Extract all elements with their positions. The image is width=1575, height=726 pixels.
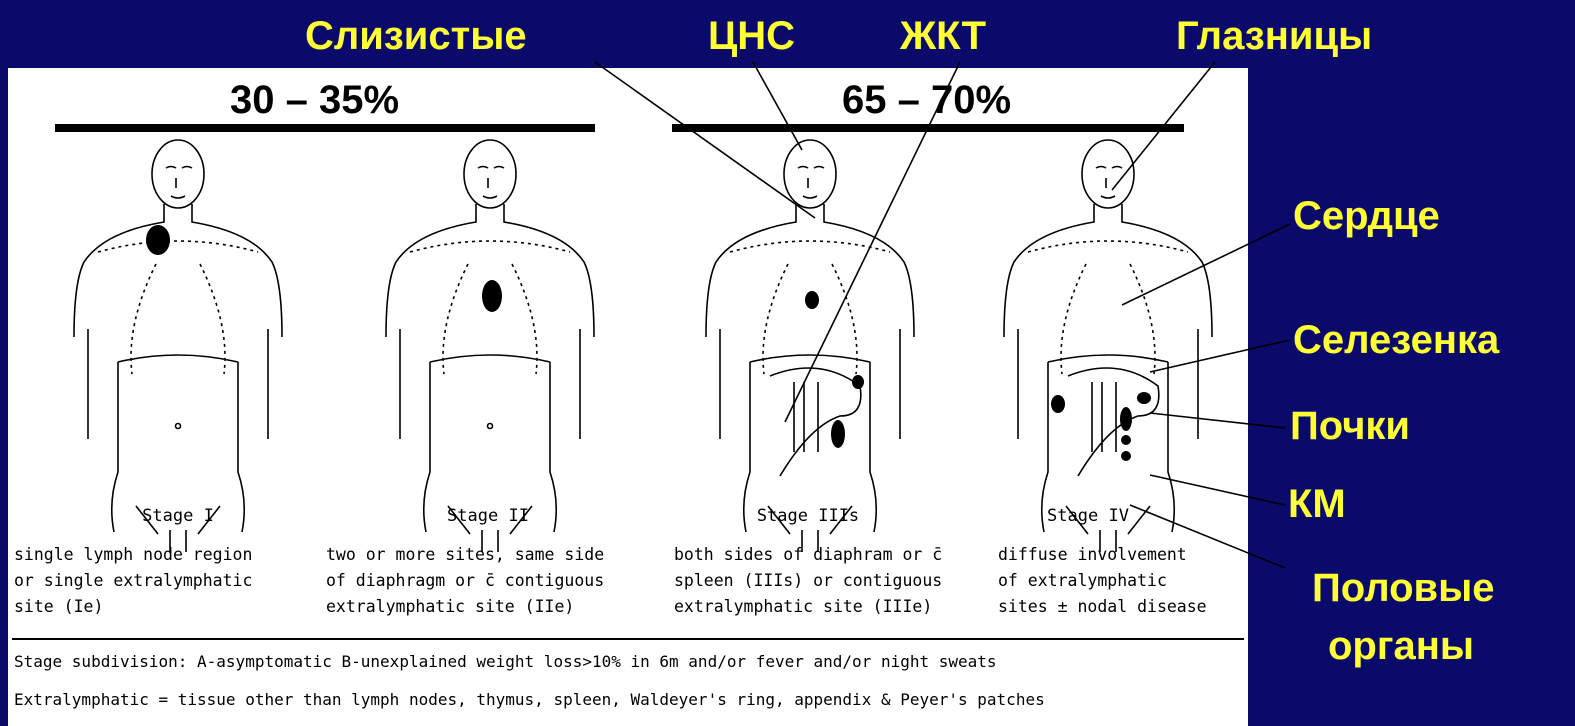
pointer-heart <box>1122 224 1290 305</box>
pointer-genitals <box>1130 505 1285 568</box>
pointer-cns <box>753 62 802 150</box>
pointer-orbits <box>1112 62 1215 190</box>
pointer-bone-marrow <box>1150 475 1285 505</box>
pointer-spleen <box>1150 340 1290 372</box>
pointer-kidneys <box>1150 413 1285 428</box>
pointer-git <box>785 62 960 422</box>
pointer-mucosa <box>595 62 815 218</box>
